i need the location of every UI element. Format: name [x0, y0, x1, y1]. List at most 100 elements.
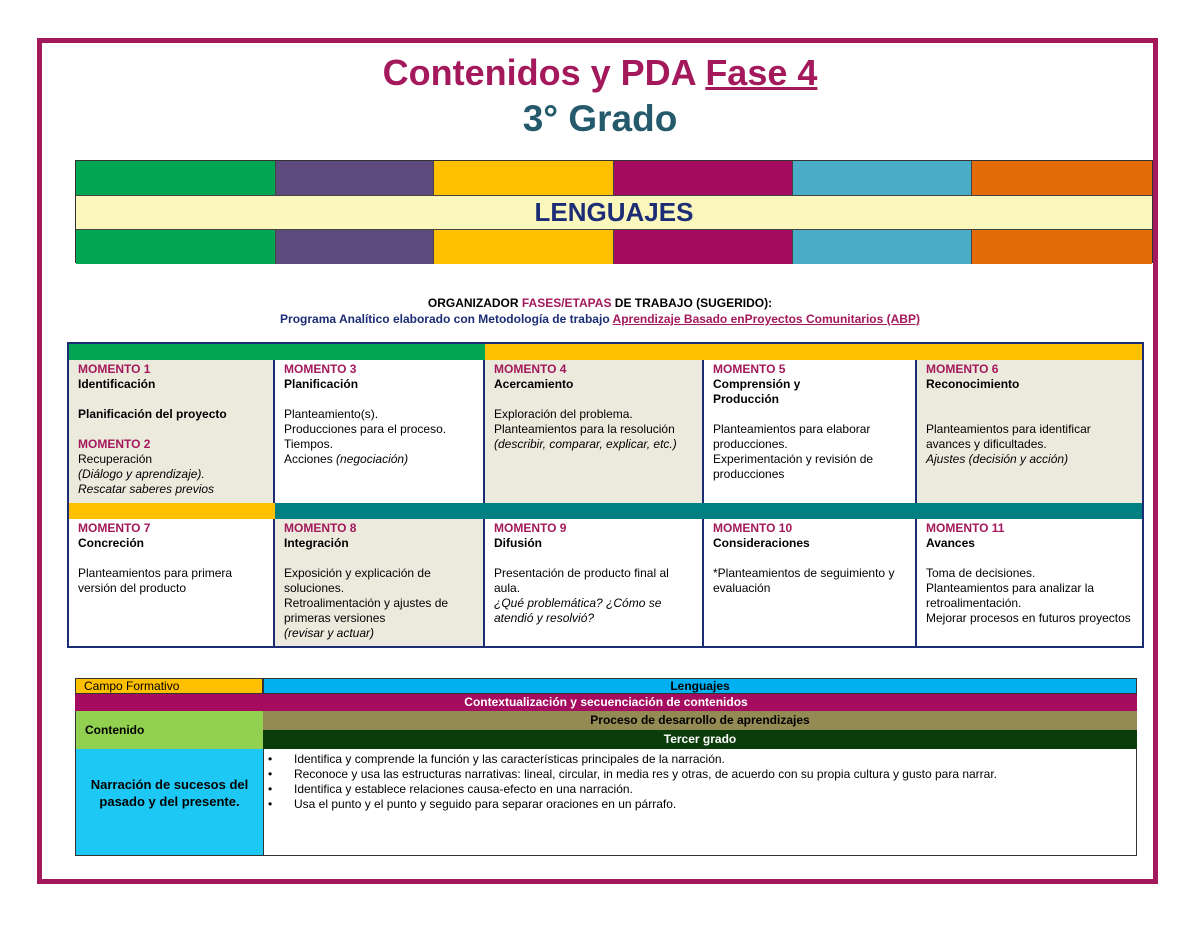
moment-9-cell: MOMENTO 9 Difusión Presentación de produ… [485, 519, 704, 646]
band-green [76, 161, 276, 195]
band-yellow [434, 161, 614, 195]
campo-formativo-value: Lenguajes [263, 678, 1137, 694]
moment-3-text: Acciones [284, 452, 337, 466]
list-item: Reconoce y usa las estructuras narrativa… [264, 767, 1116, 782]
moment-10-title: MOMENTO 10 [713, 521, 793, 535]
band-magenta [614, 230, 793, 264]
moment-8-name: Integración [284, 536, 349, 550]
moment-2-text: (Diálogo y aprendizaje). [78, 467, 205, 481]
moment-5-text: Planteamientos para elaborar produccione… [713, 422, 871, 451]
moment-3-text: Producciones para el proceso. [284, 422, 447, 436]
moment-3-title: MOMENTO 3 [284, 362, 357, 376]
moment-11-name: Avances [926, 536, 975, 550]
moment-11-text: Planteamientos para analizar la retroali… [926, 581, 1095, 610]
lenguajes-banner: LENGUAJES [75, 160, 1153, 264]
band-orange [972, 230, 1152, 264]
organizer-subtext: Programa Analítico elaborado con Metodol… [280, 312, 613, 326]
band-purple [276, 161, 434, 195]
moment-7-cell: MOMENTO 7 Concreción Planteamientos para… [69, 519, 275, 646]
moment-4-title: MOMENTO 4 [494, 362, 567, 376]
content-name-text: Narración de sucesos del pasado y del pr… [90, 777, 249, 809]
moment-10-name: Consideraciones [713, 536, 810, 550]
list-item: Identifica y establece relaciones causa-… [264, 782, 1116, 797]
moment-2-text: Rescatar saberes previos [78, 482, 215, 496]
band-orange [972, 161, 1152, 195]
moment-3-text: Planteamiento(s). [284, 407, 379, 421]
grade-header: Tercer grado [263, 730, 1137, 749]
learning-items: Identifica y comprende la función y las … [263, 749, 1137, 856]
band-yellow [434, 230, 614, 264]
moment-4-name: Acercamiento [494, 377, 574, 391]
moment-8-cell: MOMENTO 8 Integración Exposición y expli… [275, 519, 485, 646]
organizer-text: DE TRABAJO (SUGERIDO): [611, 296, 773, 310]
moments-grid: MOMENTO 1 Identificación Planificación d… [67, 342, 1144, 648]
moment-4-text: (describir, comparar, explicar, etc.) [494, 437, 677, 451]
moment-8-title: MOMENTO 8 [284, 521, 357, 535]
organizer-highlight: FASES/ETAPAS [521, 296, 612, 310]
band-purple [276, 230, 434, 264]
moment-1-cell: MOMENTO 1 Identificación Planificación d… [69, 360, 275, 503]
organizer-text: ORGANIZADOR [427, 296, 522, 310]
title-phase: Fase 4 [705, 52, 818, 93]
color-band-top [76, 161, 1152, 195]
moment-5-text: Experimentación y revisión de produccion… [713, 452, 874, 481]
moment-8-text: (revisar y actuar) [284, 626, 375, 640]
moment-6-text: Planteamientos para identificar avances … [926, 422, 1091, 451]
moment-3-cell: MOMENTO 3 Planificación Planteamiento(s)… [275, 360, 485, 503]
moment-7-text: Planteamientos para primera versión del … [78, 566, 233, 595]
moments-bar-green [69, 344, 485, 360]
moment-3-text: (negociación) [336, 452, 409, 466]
organizer-subheading: Programa Analítico elaborado con Metodol… [0, 312, 1200, 326]
moment-6-name: Reconocimiento [926, 377, 1020, 391]
band-blue [793, 161, 972, 195]
band-magenta [614, 161, 793, 195]
abp-link[interactable]: Aprendizaje Basado enProyectos Comunitar… [612, 312, 920, 326]
moment-9-text: ¿Qué problemática? ¿Cómo se atendió y re… [494, 596, 662, 625]
moment-11-title: MOMENTO 11 [926, 521, 1005, 535]
moments-bar-teal [275, 503, 1142, 519]
title-main: Contenidos y PDA [382, 52, 696, 93]
moment-8-text: Retroalimentación y ajustes de primeras … [284, 596, 449, 625]
page-title: Contenidos y PDA Fase 4 [0, 52, 1200, 94]
moment-11-cell: MOMENTO 11 Avances Toma de decisiones. P… [917, 519, 1142, 646]
moment-10-text: *Planteamientos de seguimiento y evaluac… [713, 566, 895, 595]
moment-4-text: Exploración del problema. [494, 407, 633, 421]
moment-3-name: Planificación [284, 377, 359, 391]
moment-1-sub: Planificación del proyecto [78, 407, 227, 421]
moment-10-cell: MOMENTO 10 Consideraciones *Planteamient… [704, 519, 917, 646]
list-item: Usa el punto y el punto y seguido para s… [264, 797, 1116, 812]
list-item: Identifica y comprende la función y las … [264, 752, 1116, 767]
moment-2-title: MOMENTO 2 [78, 437, 151, 451]
color-band-bottom [76, 230, 1152, 264]
moment-4-text: Planteamientos para la resolución [494, 422, 675, 436]
moment-6-text: Ajustes (decisión y acción) [926, 452, 1069, 466]
moment-5-title: MOMENTO 5 [713, 362, 786, 376]
moment-6-cell: MOMENTO 6 Reconocimiento Planteamientos … [917, 360, 1142, 503]
content-name: Narración de sucesos del pasado y del pr… [75, 749, 263, 856]
context-title: Contextualización y secuenciación de con… [75, 694, 1137, 711]
page-frame [37, 38, 1158, 884]
process-title: Proceso de desarrollo de aprendizajes [263, 711, 1137, 730]
moment-5-name: Comprensión y Producción [713, 377, 801, 406]
moment-4-cell: MOMENTO 4 Acercamiento Exploración del p… [485, 360, 704, 503]
moment-9-name: Difusión [494, 536, 542, 550]
lenguajes-label: LENGUAJES [76, 195, 1152, 230]
moment-1-title: MOMENTO 1 [78, 362, 151, 376]
grade-title: 3° Grado [522, 98, 678, 139]
campo-formativo-label: Campo Formativo [75, 678, 263, 694]
moment-9-text: Presentación de producto final al aula. [494, 566, 669, 595]
moments-bar-yellow [485, 344, 1142, 360]
band-blue [793, 230, 972, 264]
moment-9-title: MOMENTO 9 [494, 521, 567, 535]
moment-11-text: Toma de decisiones. [926, 566, 1036, 580]
contenido-label: Contenido [75, 711, 263, 749]
moments-bar-yellow-2 [69, 503, 275, 519]
organizer-heading: ORGANIZADOR FASES/ETAPAS DE TRABAJO (SUG… [0, 296, 1200, 310]
moment-3-text: Tiempos. [284, 437, 333, 451]
content-table: Campo Formativo Lenguajes Contextualizac… [75, 678, 1137, 856]
moment-2-text: Recuperación [78, 452, 153, 466]
learning-items-list: Identifica y comprende la función y las … [264, 752, 1116, 812]
moment-6-title: MOMENTO 6 [926, 362, 999, 376]
moment-11-text: Mejorar procesos en futuros proyectos [926, 611, 1131, 625]
moment-7-title: MOMENTO 7 [78, 521, 151, 535]
